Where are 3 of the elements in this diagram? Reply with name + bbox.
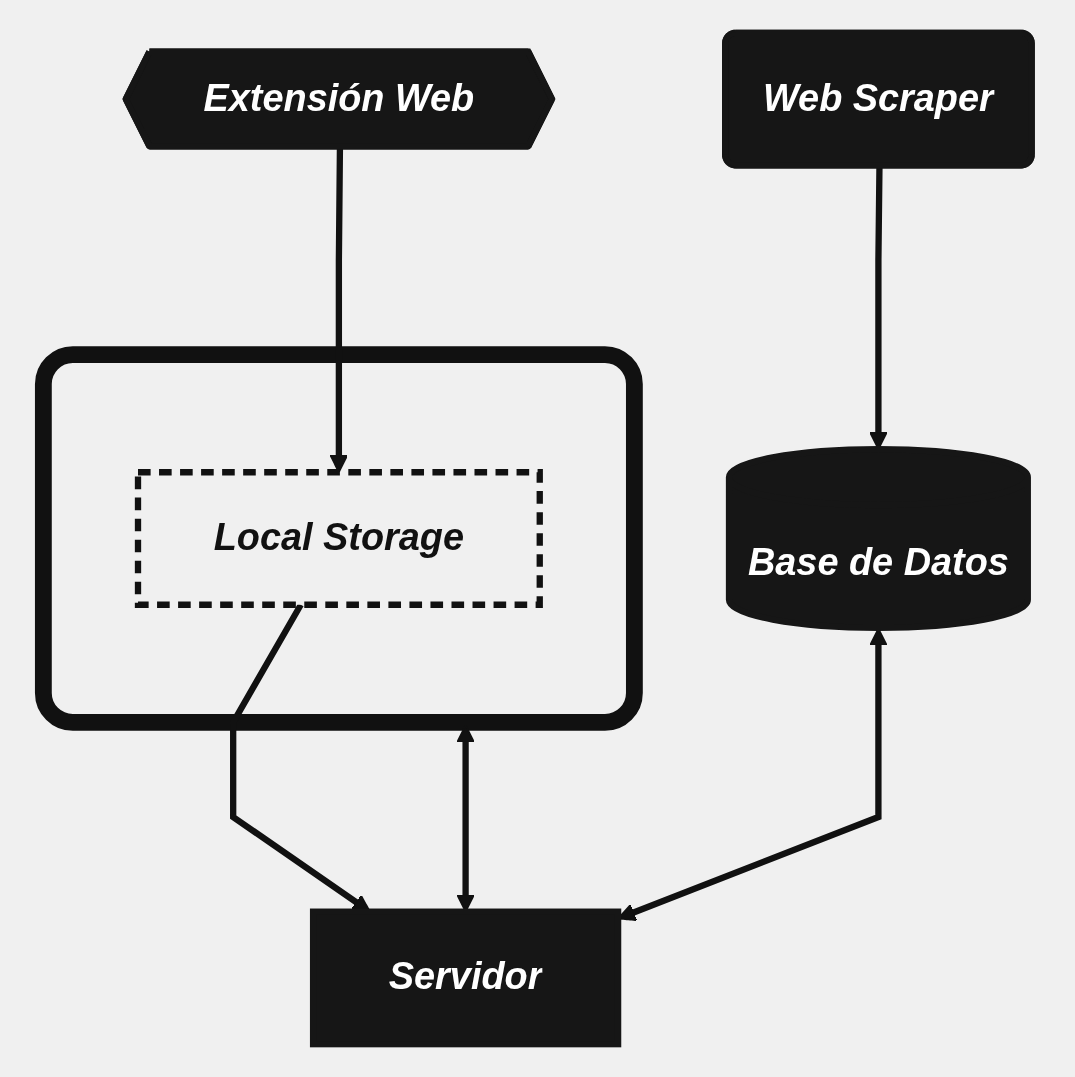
cluster <box>34 346 643 731</box>
node-box: Servidor <box>309 908 622 1048</box>
node-box: Local Storage <box>134 469 543 608</box>
